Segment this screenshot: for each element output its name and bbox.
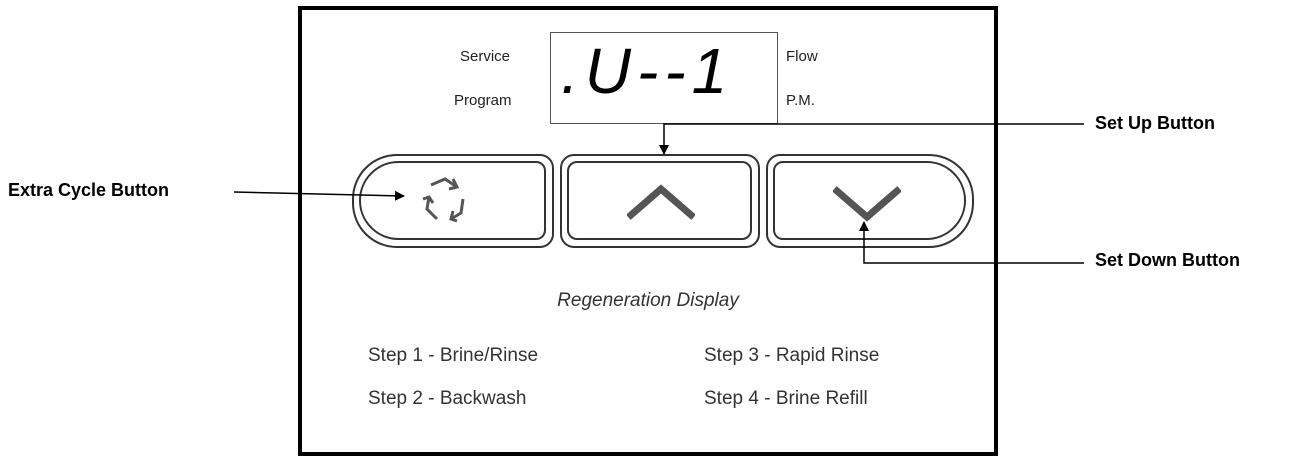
set-up-leader (659, 123, 1084, 155)
set-down-callout: Set Down Button (1095, 250, 1240, 270)
extra-cycle-callout: Extra Cycle Button (8, 180, 170, 200)
extra-cycle-leader (233, 190, 405, 201)
set-up-button[interactable] (560, 154, 760, 248)
lcd-readout: .U--1 (561, 35, 734, 107)
extra-cycle-button-face[interactable] (359, 161, 546, 240)
set-down-button[interactable] (766, 154, 974, 248)
step-4-label: Step 4 - Brine Refill (704, 388, 868, 409)
step-1-label: Step 1 - Brine/Rinse (368, 345, 539, 366)
service-label: Service (460, 48, 511, 65)
chevron-down-icon (833, 186, 901, 222)
set-down-leader (859, 221, 1084, 264)
recycle-arrows-icon (422, 177, 465, 223)
extra-cycle-button[interactable] (352, 154, 554, 248)
program-label: Program (454, 92, 512, 109)
pm-label: P.M. (786, 92, 815, 109)
set-up-button-face[interactable] (567, 161, 752, 240)
step-3-label: Step 3 - Rapid Rinse (704, 345, 880, 366)
flow-label: Flow (786, 48, 818, 65)
lcd-display: .U--1 (550, 32, 778, 124)
control-panel: Service Program Flow P.M. .U--1 (298, 6, 998, 456)
set-up-callout: Set Up Button (1095, 113, 1215, 133)
step-2-label: Step 2 - Backwash (368, 388, 527, 409)
regeneration-display-title: Regeneration Display (557, 290, 739, 311)
chevron-up-icon (627, 184, 695, 220)
set-down-button-face[interactable] (773, 161, 966, 240)
